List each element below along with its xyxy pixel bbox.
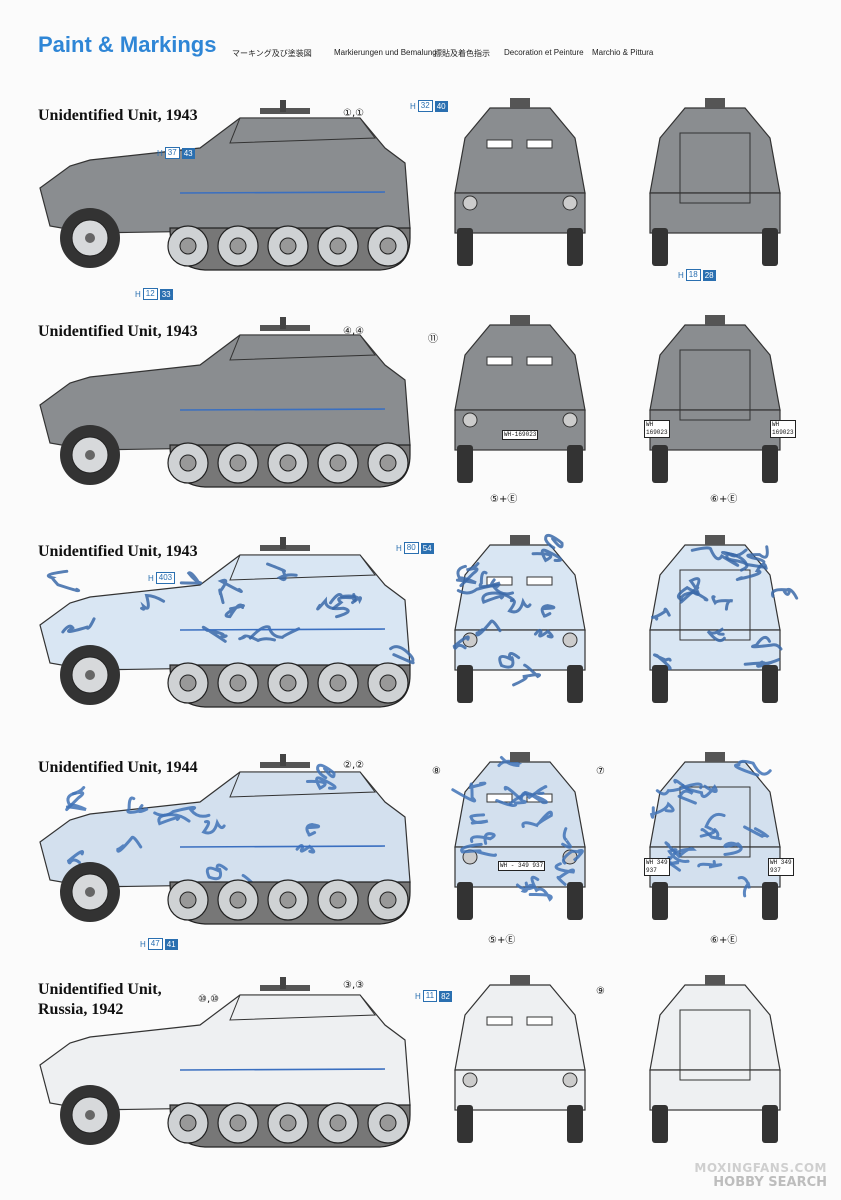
callout: ⑥+Ⓔ: [710, 935, 738, 946]
license-plate: WH 349 937: [768, 858, 794, 876]
vehicle-rear-view: [649, 98, 781, 266]
scheme-5-title-line2: Russia, 1942: [38, 1001, 124, 1018]
subtitle-de: Markierungen und Bemalung: [334, 48, 437, 57]
vehicle-side-view: [39, 754, 411, 925]
vehicle-side-view: [39, 100, 411, 271]
callout: ⑤+Ⓔ: [490, 494, 518, 505]
callout: ②,②: [343, 760, 365, 771]
vehicle-rear-view: [649, 535, 799, 703]
vehicle-side-view: [39, 977, 411, 1148]
vehicle-front-view: [454, 315, 586, 483]
page-title: Paint & Markings: [38, 32, 217, 57]
scheme-4-title: Unidentified Unit, 1944: [38, 759, 198, 776]
vehicle-side-view: [39, 537, 415, 708]
callout: ⑧: [432, 766, 441, 777]
subtitle-ja: マーキング及び塗装図: [232, 49, 312, 58]
vehicle-front-view: [454, 98, 586, 266]
vehicle-rear-view: [649, 975, 781, 1143]
vehicle-side-view: [39, 317, 411, 488]
subtitle-zh: 標貼及着色指示: [434, 49, 490, 58]
callout: ⑪: [428, 334, 438, 345]
license-plate: WH 169023: [770, 420, 796, 438]
callout: ⑦: [596, 766, 605, 777]
license-plate: WH 349 937: [644, 858, 670, 876]
callout: ⑩,⑩: [198, 994, 220, 1005]
scheme-5-title-line1: Unidentified Unit,: [38, 981, 162, 998]
callout: ⑥+Ⓔ: [710, 494, 738, 505]
watermark: MOXINGFANS.COM HOBBY SEARCH: [694, 1161, 827, 1190]
callout: ⑨: [596, 986, 605, 997]
callout: ⑤+Ⓔ: [488, 935, 516, 946]
subtitle-it: Marchio & Pittura: [592, 48, 654, 57]
vehicle-front-view: [454, 975, 586, 1143]
subtitle-fr: Decoration et Peinture: [504, 48, 584, 57]
callout: ③,③: [343, 980, 365, 991]
scheme-2-title: Unidentified Unit, 1943: [38, 323, 198, 340]
license-plate: WH - 349 937: [498, 861, 546, 871]
scheme-3-title: Unidentified Unit, 1943: [38, 543, 198, 560]
callout: ①,①: [343, 108, 365, 119]
vehicle-rear-view: [649, 315, 781, 483]
scheme-1-title: Unidentified Unit, 1943: [38, 107, 198, 124]
vehicle-rear-view: [649, 752, 781, 920]
vehicle-front-view: [452, 533, 586, 703]
license-plate: WH-169023: [502, 430, 539, 440]
callout: ④,④: [343, 326, 365, 337]
license-plate: WH 169023: [644, 420, 670, 438]
vehicle-front-view: [451, 752, 586, 920]
